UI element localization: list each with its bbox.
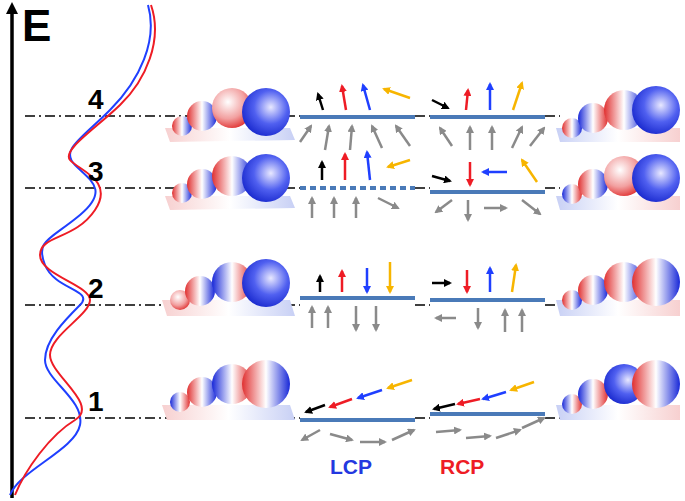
polarization-label: LCP	[330, 456, 372, 477]
rcp-spectrum	[15, 5, 155, 495]
mode-bars	[300, 117, 545, 420]
rcp-field-maps	[556, 86, 680, 420]
level-number: 3	[88, 158, 104, 186]
level-number: 1	[88, 388, 104, 416]
level-lines	[25, 116, 560, 418]
level-number: 4	[88, 86, 104, 114]
polarization-label: RCP	[440, 456, 484, 477]
axis-label: E	[22, 4, 51, 48]
lcp-field-maps	[162, 88, 295, 420]
dipole-arrows	[300, 83, 544, 442]
energy-axis	[10, 6, 14, 498]
lcp-spectrum	[10, 5, 151, 495]
level-number: 2	[88, 275, 104, 303]
